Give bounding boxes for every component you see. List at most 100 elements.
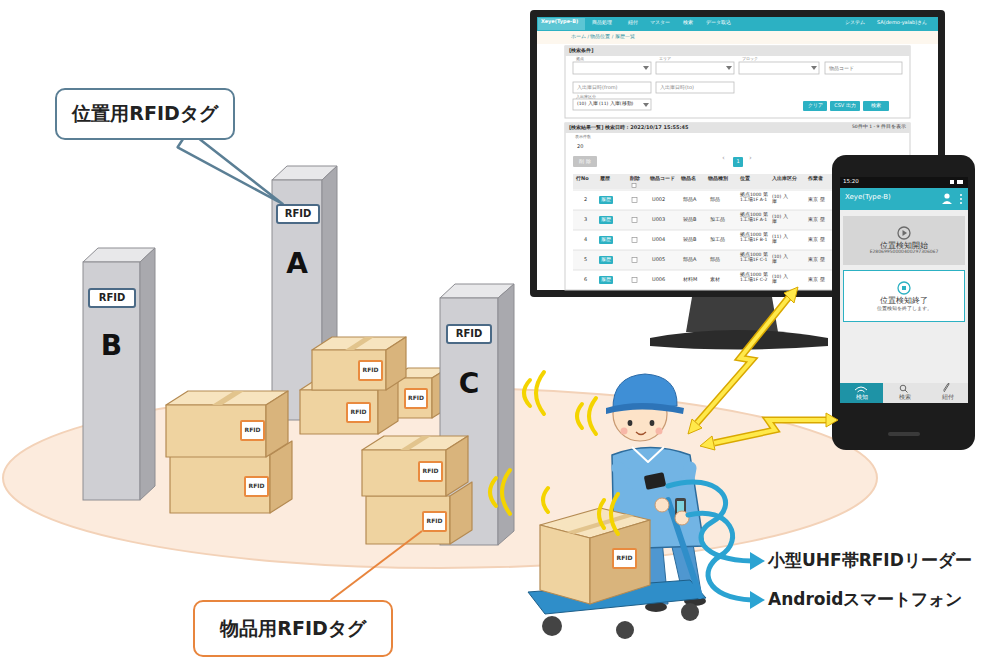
text-label: 物品コード <box>829 66 854 71</box>
select-caret <box>643 103 649 107</box>
radio-wave <box>543 488 548 512</box>
text-label: 物品種別 <box>708 176 728 181</box>
cardboard-box <box>540 508 650 604</box>
item-rfid-tag: RFID <box>240 420 265 441</box>
text-label: データ取込 <box>706 20 731 25</box>
monitor <box>565 46 910 56</box>
pointer-arrow <box>688 513 752 600</box>
checkbox <box>632 258 637 263</box>
monitor <box>530 10 945 297</box>
input-field <box>573 82 651 93</box>
history-button: 履歴 <box>599 196 613 204</box>
radio-wave <box>536 372 544 414</box>
text-label: 拠点1000 第1工場1F C-2 <box>740 273 770 282</box>
text-label: 部品A <box>683 257 696 262</box>
button-icon <box>903 230 908 236</box>
checkbox <box>632 278 637 283</box>
item-rfid-tag: RFID <box>404 388 428 409</box>
text-label: 加工品 <box>710 217 725 222</box>
node-title: 履歴 <box>601 258 611 263</box>
location-pillar: BRFID <box>83 262 140 500</box>
text-label: 行No <box>576 176 589 181</box>
text-label: (10) 入庫 <box>772 275 790 284</box>
pillar-shape <box>440 284 514 545</box>
monitor <box>537 17 938 31</box>
radio-wave <box>599 500 604 528</box>
text-label: 検索 <box>683 20 693 25</box>
location-rfid-tag: RFID <box>276 204 320 224</box>
text-label: [検索結果一覧] 検索日時：2022/10/17 15:55:45 <box>569 125 688 130</box>
text-label: U004 <box>652 237 665 242</box>
cardboard-box <box>345 337 374 350</box>
history-button: 履歴 <box>599 216 613 224</box>
text-label: (10) 入庫 <box>772 195 790 204</box>
worker <box>655 498 669 512</box>
node-title: 削 除 <box>579 159 591 164</box>
smartphone <box>840 188 968 210</box>
text-label: 入出庫区分 <box>772 176 797 181</box>
node-title: C <box>459 368 480 400</box>
pointer-arrow <box>750 591 765 609</box>
node-title: B <box>101 330 122 362</box>
text-label: (10) 入庫 (11) 入庫(移動) <box>577 102 633 107</box>
text-label: 物品名 <box>681 176 696 181</box>
text-label: 紐付 <box>942 395 954 401</box>
checkbox <box>632 218 637 223</box>
cardboard-box <box>312 350 386 390</box>
cardboard-box <box>590 520 650 604</box>
text-label: 位置 <box>740 176 750 181</box>
worker <box>650 420 655 426</box>
location-rfid-tag: RFID <box>446 324 492 344</box>
monitor <box>538 18 585 30</box>
node-title: 履歴 <box>601 218 611 223</box>
location-pillar: ARFID <box>272 180 322 420</box>
text-label: (11) 入庫 <box>772 235 790 244</box>
ui-button: 削 除 <box>573 156 597 167</box>
node-title: RFID <box>423 468 439 474</box>
worker <box>606 403 684 414</box>
ui-button: 1 <box>733 157 743 167</box>
cardboard-box <box>366 496 450 544</box>
radio-wave <box>490 372 618 534</box>
item-rfid-tag: RFID <box>422 511 447 532</box>
worker <box>628 420 633 426</box>
text-label: 拠点1000 第1工場1F A-1 <box>740 213 770 222</box>
input-field <box>656 82 734 93</box>
wireless-link <box>688 287 838 450</box>
smartphone <box>960 202 962 204</box>
cardboard-box <box>362 436 472 544</box>
radio-wave <box>589 398 596 434</box>
node-title: 位置用RFIDタグ <box>72 103 217 125</box>
cardboard-box <box>362 450 446 496</box>
input-field <box>656 62 734 74</box>
hand-cart <box>542 616 562 636</box>
checkbox <box>632 238 637 243</box>
text-label: Xeye(Type-B) <box>541 19 578 24</box>
node-title: RFID <box>456 328 483 340</box>
text-label: ‹ <box>722 155 725 162</box>
radio-wave <box>577 404 582 428</box>
pillar-shape <box>498 284 514 545</box>
history-button: 履歴 <box>599 276 613 284</box>
text-label: 部品A <box>683 197 696 202</box>
wireless-link <box>784 287 798 303</box>
node-title: RFID <box>245 427 261 433</box>
callout-bubble: 位置用RFIDタグ <box>55 88 235 140</box>
select-caret <box>643 66 649 70</box>
pointer-arrow <box>668 482 752 561</box>
text-label: ブロック <box>742 57 758 61</box>
text-label: › <box>749 155 752 162</box>
node-title: 検索 <box>871 103 881 108</box>
wireless-link <box>688 419 702 434</box>
item-rfid-tag: RFID <box>358 360 383 381</box>
smartphone <box>942 201 952 204</box>
text-label: 3 <box>584 217 587 222</box>
cardboard-box <box>300 390 378 434</box>
worker <box>655 498 689 525</box>
wireless-link <box>714 420 826 443</box>
item-rfid-tag: RFID <box>346 402 371 423</box>
text-label: Xeye(Type-B) <box>845 194 891 201</box>
cardboard-box <box>166 405 266 457</box>
node-title: RFID <box>285 208 312 220</box>
item-rfid-tag: RFID <box>244 476 269 497</box>
